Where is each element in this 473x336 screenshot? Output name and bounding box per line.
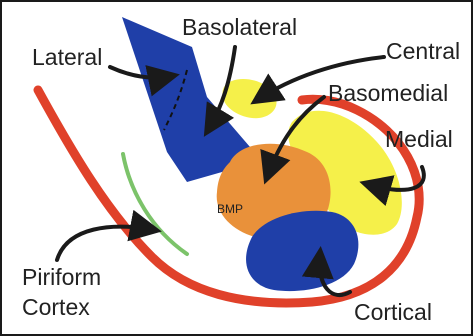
label-central: Central bbox=[386, 38, 460, 64]
label-bmp: BMP bbox=[217, 202, 243, 216]
central-region-shape bbox=[222, 79, 276, 118]
label-lateral: Lateral bbox=[32, 44, 102, 70]
label-medial: Medial bbox=[385, 126, 453, 152]
label-basolateral: Basolateral bbox=[182, 14, 297, 40]
label-basomedial: Basomedial bbox=[328, 80, 448, 106]
label-piriform: Piriform bbox=[22, 264, 101, 290]
label-cortex: Cortex bbox=[22, 294, 90, 320]
label-cortical: Cortical bbox=[354, 299, 432, 325]
